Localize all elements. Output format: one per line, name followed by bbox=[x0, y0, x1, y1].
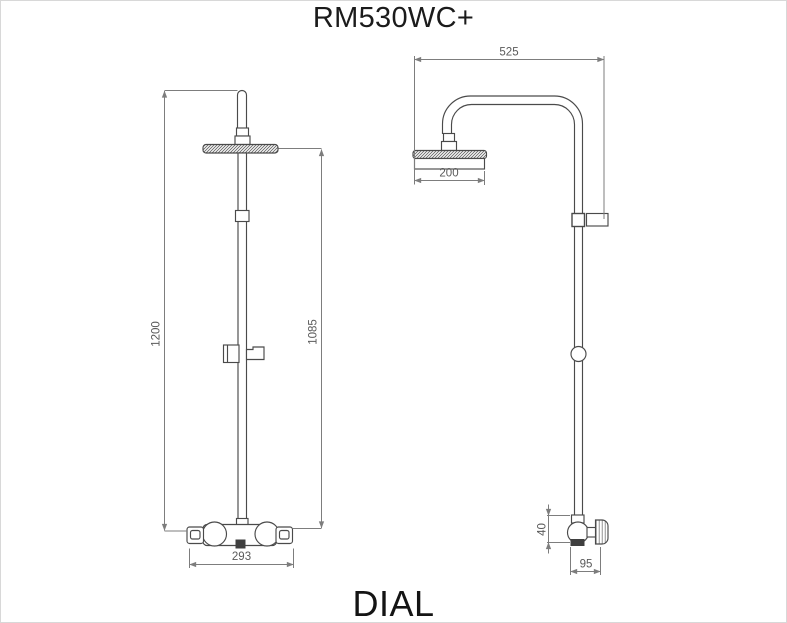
shower-head-side-top bbox=[412, 149, 488, 160]
dim-head-diameter: 200 bbox=[414, 168, 485, 185]
wall-union-right bbox=[275, 526, 294, 545]
shower-arm-outer bbox=[441, 95, 584, 515]
dim-valve-width-label: 293 bbox=[232, 551, 251, 563]
page-title: RM530WC+ bbox=[312, 2, 475, 34]
head-nut-upper bbox=[235, 127, 250, 137]
valve-knob-left bbox=[201, 521, 228, 547]
riser-pipe bbox=[237, 152, 248, 520]
knob-stem bbox=[586, 526, 597, 538]
riser-pipe-top bbox=[236, 89, 248, 132]
slide-ring bbox=[570, 345, 587, 363]
dim-reach: 525 bbox=[414, 47, 605, 219]
valve-outlet-side bbox=[570, 539, 585, 546]
arm-nut-lower bbox=[440, 140, 458, 152]
model-caption: DIAL bbox=[352, 583, 435, 623]
valve-outlet bbox=[235, 539, 246, 549]
wall-bracket-clamp bbox=[571, 212, 586, 228]
dim-valve-body-height: 40 bbox=[537, 504, 570, 554]
shower-arm-inner bbox=[450, 103, 576, 515]
dim-valve-body-height-label: 40 bbox=[537, 523, 549, 536]
side-view bbox=[412, 95, 609, 546]
shower-head-front bbox=[202, 143, 279, 154]
wall-bracket-arm bbox=[585, 212, 609, 227]
dim-overall-height-label: 1200 bbox=[151, 321, 163, 347]
temp-knob bbox=[594, 519, 609, 545]
dim-head-height-label: 1085 bbox=[308, 319, 320, 345]
wall-union-left bbox=[186, 526, 205, 545]
head-nut-lower bbox=[234, 135, 251, 146]
dim-head-diameter-label: 200 bbox=[439, 168, 458, 180]
arm-nut-upper bbox=[442, 132, 456, 143]
dim-head-height: 1085 bbox=[278, 148, 325, 529]
dim-valve-depth-label: 95 bbox=[580, 559, 593, 571]
dim-valve-depth: 95 bbox=[570, 547, 601, 575]
handset-holder bbox=[222, 344, 265, 364]
front-view bbox=[186, 89, 294, 549]
pipe-union bbox=[234, 209, 250, 223]
dim-valve-width: 293 bbox=[189, 548, 294, 568]
valve-knob-right bbox=[254, 521, 280, 547]
dim-reach-label: 525 bbox=[499, 47, 518, 59]
dim-overall-height: 1200 bbox=[151, 90, 238, 532]
